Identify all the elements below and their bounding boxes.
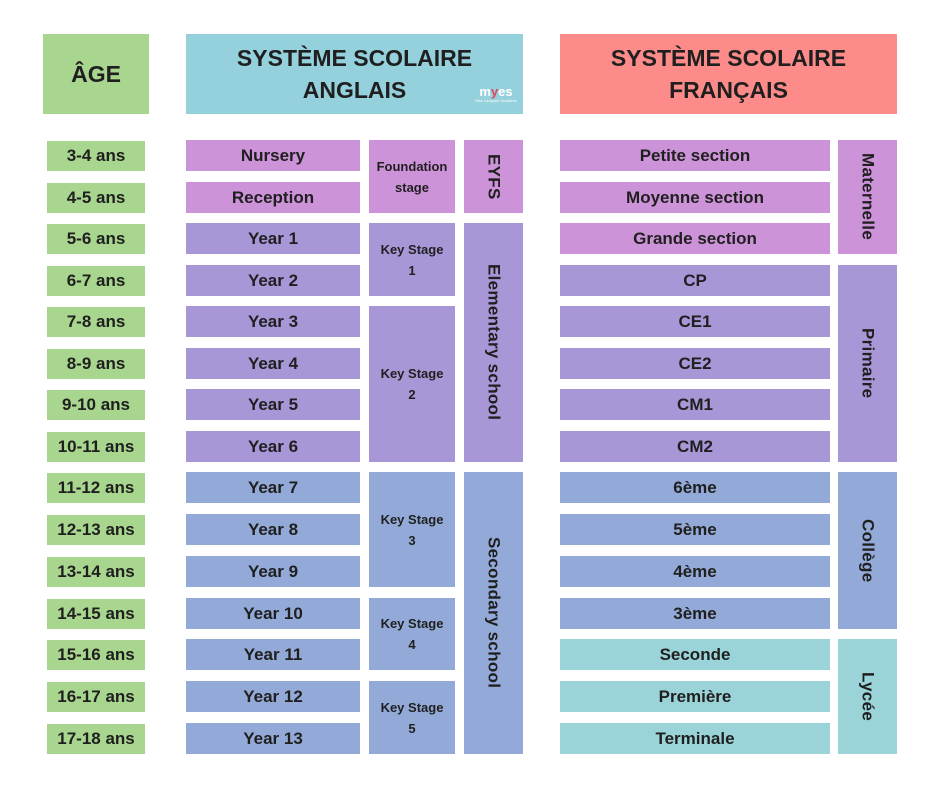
- french-class-cell: Terminale: [560, 723, 830, 754]
- english-year-cell: Year 11: [186, 639, 360, 670]
- english-year-cell: Year 3: [186, 306, 360, 337]
- age-cell: 5-6 ans: [47, 224, 145, 254]
- english-year-cell: Year 12: [186, 681, 360, 712]
- age-cell: 16-17 ans: [47, 682, 145, 712]
- age-cell: 13-14 ans: [47, 557, 145, 587]
- english-year-cell: Year 8: [186, 514, 360, 545]
- school-secondary: Secondary school: [464, 472, 523, 754]
- french-class-cell: Moyenne section: [560, 182, 830, 213]
- logo-tagline: Mes Langues Scolaires: [475, 98, 517, 103]
- french-class-cell: 4ème: [560, 556, 830, 587]
- french-class-cell: 3ème: [560, 598, 830, 629]
- english-header-line1: SYSTÈME SCOLAIRE: [236, 45, 473, 71]
- english-year-cell: Year 13: [186, 723, 360, 754]
- french-class-cell: CM2: [560, 431, 830, 462]
- age-cell: 9-10 ans: [47, 390, 145, 420]
- english-header-line2: ANGLAIS: [302, 77, 407, 103]
- age-cell: 10-11 ans: [47, 432, 145, 462]
- age-cell: 11-12 ans: [47, 473, 145, 503]
- french-class-cell: CE2: [560, 348, 830, 379]
- english-year-cell: Year 9: [186, 556, 360, 587]
- age-cell: 12-13 ans: [47, 515, 145, 545]
- age-cell: 7-8 ans: [47, 307, 145, 337]
- french-system-header: SYSTÈME SCOLAIRE FRANÇAIS: [560, 34, 897, 114]
- school-elementary: Elementary school: [464, 223, 523, 462]
- age-cell: 15-16 ans: [47, 640, 145, 670]
- french-class-cell: 6ème: [560, 472, 830, 503]
- french-class-cell: 5ème: [560, 514, 830, 545]
- cycle-primaire: Primaire: [838, 265, 897, 462]
- age-cell: 17-18 ans: [47, 724, 145, 754]
- age-cell: 8-9 ans: [47, 349, 145, 379]
- french-class-cell: CM1: [560, 389, 830, 420]
- french-class-cell: Grande section: [560, 223, 830, 254]
- cycle-college: Collège: [838, 472, 897, 629]
- english-year-cell: Year 5: [186, 389, 360, 420]
- english-year-cell: Year 1: [186, 223, 360, 254]
- age-header-label: ÂGE: [71, 61, 121, 87]
- age-cell: 14-15 ans: [47, 599, 145, 629]
- english-year-cell: Year 10: [186, 598, 360, 629]
- cycle-maternelle: Maternelle: [838, 140, 897, 254]
- age-cell: 3-4 ans: [47, 141, 145, 171]
- english-year-cell: Nursery: [186, 140, 360, 171]
- french-class-cell: CP: [560, 265, 830, 296]
- english-year-cell: Year 6: [186, 431, 360, 462]
- age-header: ÂGE: [43, 34, 149, 114]
- english-year-cell: Year 4: [186, 348, 360, 379]
- school-eyfs: EYFS: [464, 140, 523, 213]
- english-year-cell: Year 2: [186, 265, 360, 296]
- cycle-lycee: Lycée: [838, 639, 897, 754]
- age-cell: 6-7 ans: [47, 266, 145, 296]
- french-class-cell: CE1: [560, 306, 830, 337]
- french-class-cell: Seconde: [560, 639, 830, 670]
- english-year-cell: Year 7: [186, 472, 360, 503]
- french-class-cell: Première: [560, 681, 830, 712]
- french-header-line1: SYSTÈME SCOLAIRE: [610, 45, 847, 71]
- french-class-cell: Petite section: [560, 140, 830, 171]
- french-header-line2: FRANÇAIS: [669, 77, 788, 103]
- english-year-cell: Reception: [186, 182, 360, 213]
- age-cell: 4-5 ans: [47, 183, 145, 213]
- logo-wordmark: myes: [479, 84, 513, 99]
- myes-logo: myes Mes Langues Scolaires: [474, 83, 518, 105]
- english-system-header: SYSTÈME SCOLAIRE ANGLAIS: [186, 34, 523, 114]
